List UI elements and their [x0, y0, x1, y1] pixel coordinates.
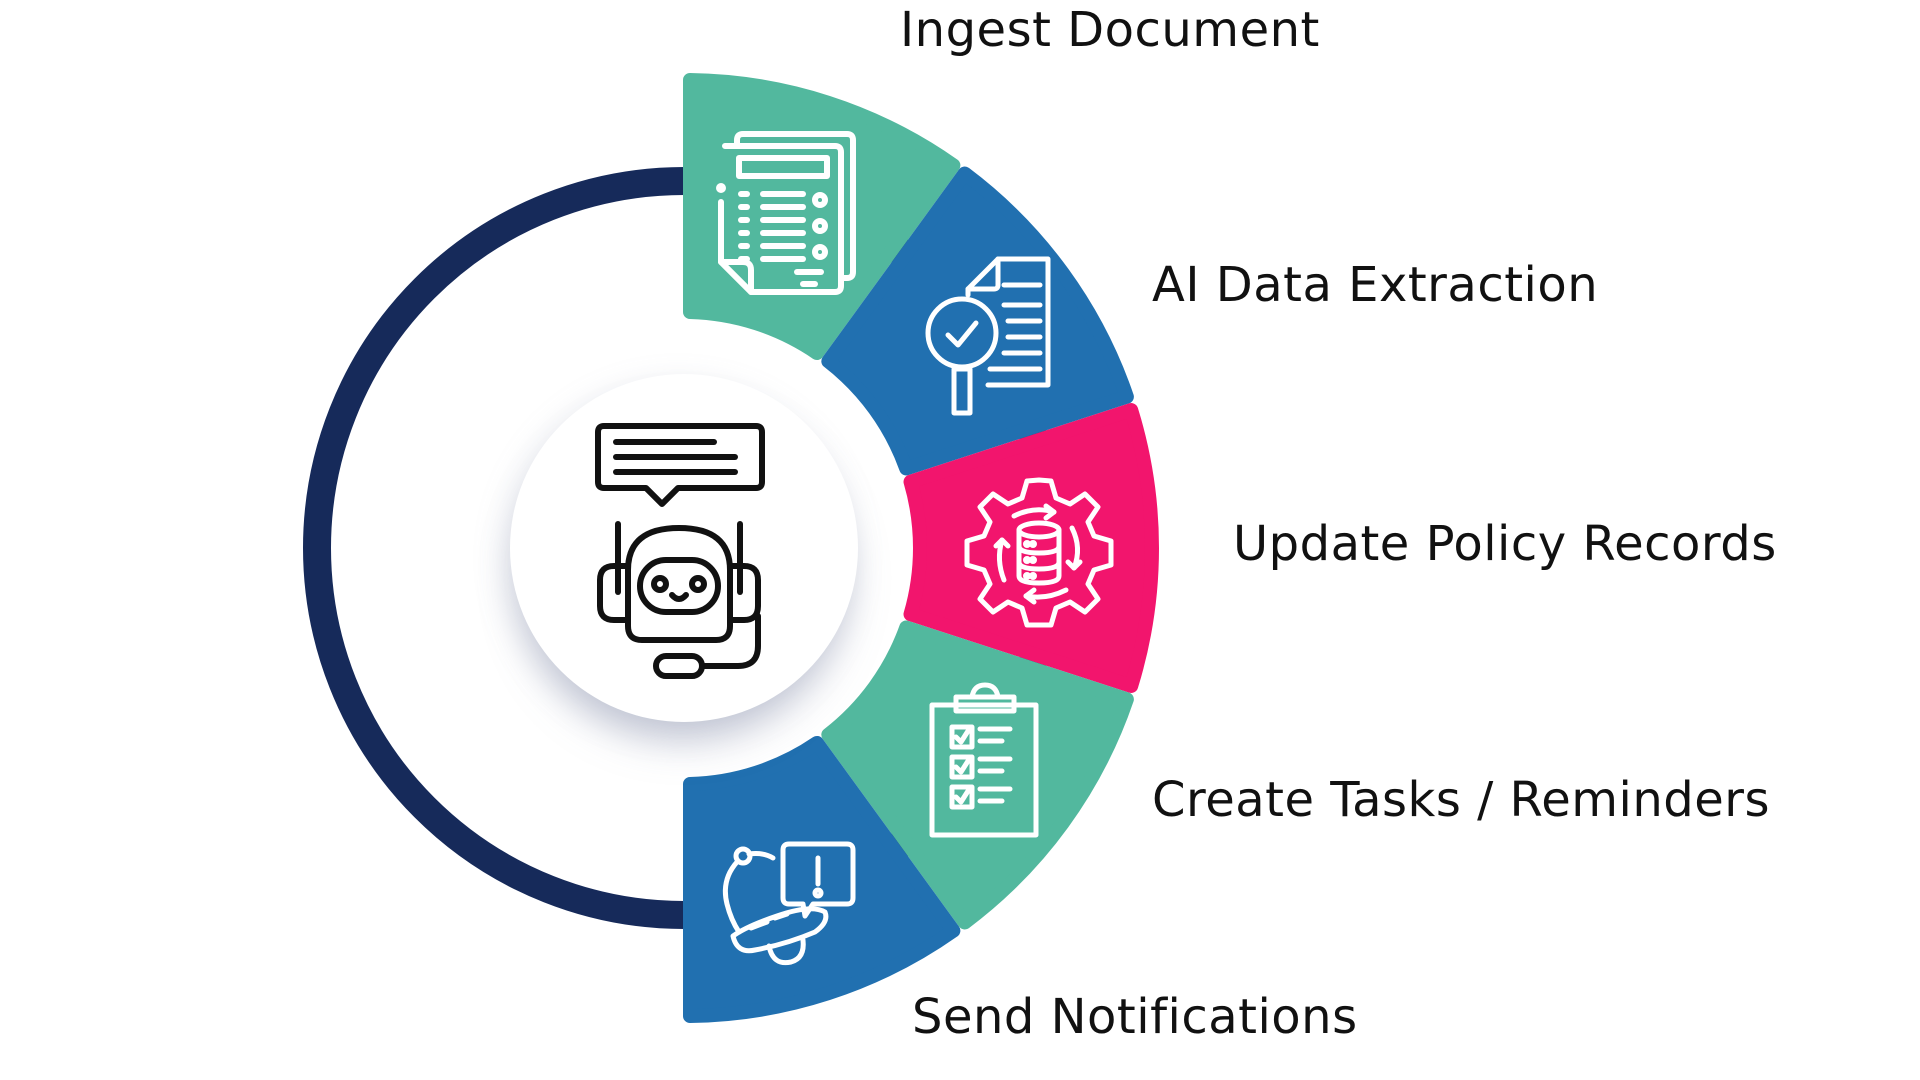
chatbot-robot-icon: [590, 420, 770, 682]
step-label-ingest-document: Ingest Document: [900, 2, 1320, 58]
step-label-send-notifications: Send Notifications: [912, 989, 1358, 1045]
documents-icon: [707, 130, 877, 300]
step-segment-2: [821, 166, 1134, 476]
step-label-create-tasks-reminders: Create Tasks / Reminders: [1152, 772, 1771, 828]
step-label-ai-data-extraction: AI Data Extraction: [1152, 257, 1599, 313]
step-segment-3: [903, 403, 1160, 693]
checklist-clipboard-icon: [900, 682, 1070, 855]
database-gear-sync-icon: [954, 468, 1124, 638]
step-segment-4: [821, 620, 1134, 930]
document-search-check-icon: [900, 255, 1070, 425]
bell-alert-icon: [707, 800, 877, 970]
step-label-update-policy-records: Update Policy Records: [1233, 516, 1777, 572]
center-hub: [510, 374, 858, 722]
